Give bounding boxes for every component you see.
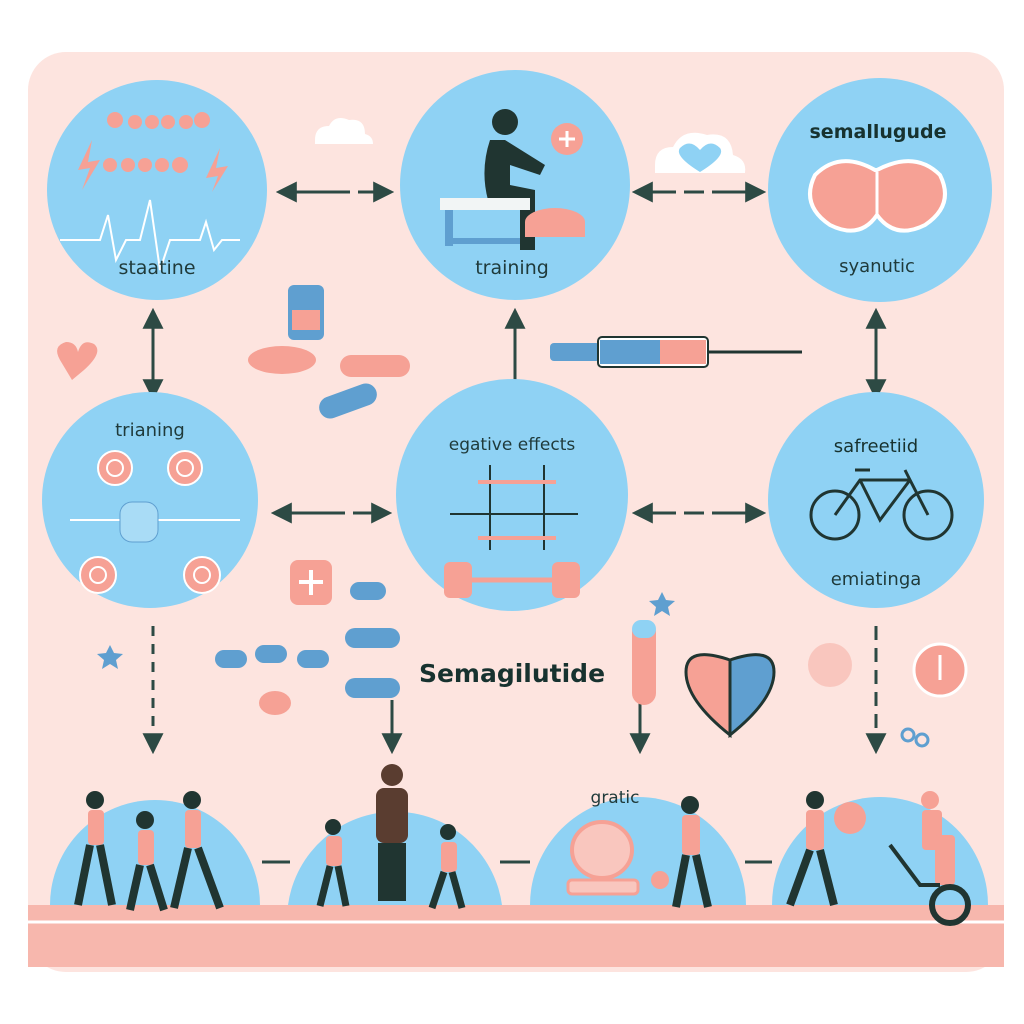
- node-mid-left: trianing: [42, 392, 258, 608]
- node-bottom-2: [288, 764, 502, 910]
- person-walking-icon: [651, 796, 712, 908]
- people-standing-icon: [316, 764, 466, 910]
- capsule-icon: [340, 355, 410, 377]
- decorations: [57, 118, 968, 748]
- heart-half-pink: [684, 653, 732, 739]
- cloud-icon: [315, 118, 373, 144]
- node-subtitle: emiatinga: [831, 569, 922, 590]
- syringe-icon: [550, 336, 802, 368]
- heart-half-blue: [728, 653, 776, 739]
- shield-icon: [119, 501, 159, 543]
- people-walking-icon: [74, 791, 224, 912]
- ground-band: [28, 905, 1004, 967]
- star-icon: [97, 645, 123, 669]
- node-bottom-4: [772, 791, 988, 926]
- person-exercise-bike-icon: [786, 791, 971, 926]
- capsules-group-icon: [215, 582, 400, 698]
- node-label: egative effects: [449, 435, 576, 455]
- test-tube-icon: [632, 620, 656, 705]
- node-top-center: training: [400, 70, 630, 300]
- node-label: gratic: [591, 788, 640, 808]
- heart-icon: [678, 143, 722, 172]
- node-label: trianing: [115, 420, 185, 441]
- node-label: training: [475, 257, 549, 279]
- dumbbell-rack-icon: [444, 465, 580, 598]
- node-bottom-1: [50, 791, 260, 912]
- node-subtitle: syanutic: [839, 256, 915, 277]
- capsule-icon: [319, 383, 377, 419]
- molecule-chain-icon: [78, 112, 228, 192]
- heart-icon: [57, 342, 98, 380]
- node-label: staatine: [118, 257, 195, 279]
- kidney-organ-icon: [808, 159, 947, 233]
- pill-icon: [248, 346, 316, 374]
- scale-icon: [566, 820, 640, 896]
- node-title: safreetiid: [834, 436, 918, 457]
- node-title: semallugude: [810, 121, 947, 143]
- node-mid-right: safreetiid emiatinga: [768, 392, 984, 608]
- heartbeat-icon: [60, 199, 240, 271]
- connectors: [142, 181, 887, 864]
- node-top-right: semallugude syanutic: [768, 78, 992, 302]
- target-discs-icon: [79, 450, 221, 594]
- node-mid-center: egative effects: [396, 379, 628, 611]
- person-sitting-icon: [440, 109, 585, 250]
- node-top-left: staatine: [47, 80, 267, 300]
- node-bottom-3: gratic: [530, 788, 746, 908]
- center-label: Semagilutide: [419, 659, 605, 688]
- bicycle-icon: [809, 468, 954, 541]
- star-icon: [649, 592, 675, 616]
